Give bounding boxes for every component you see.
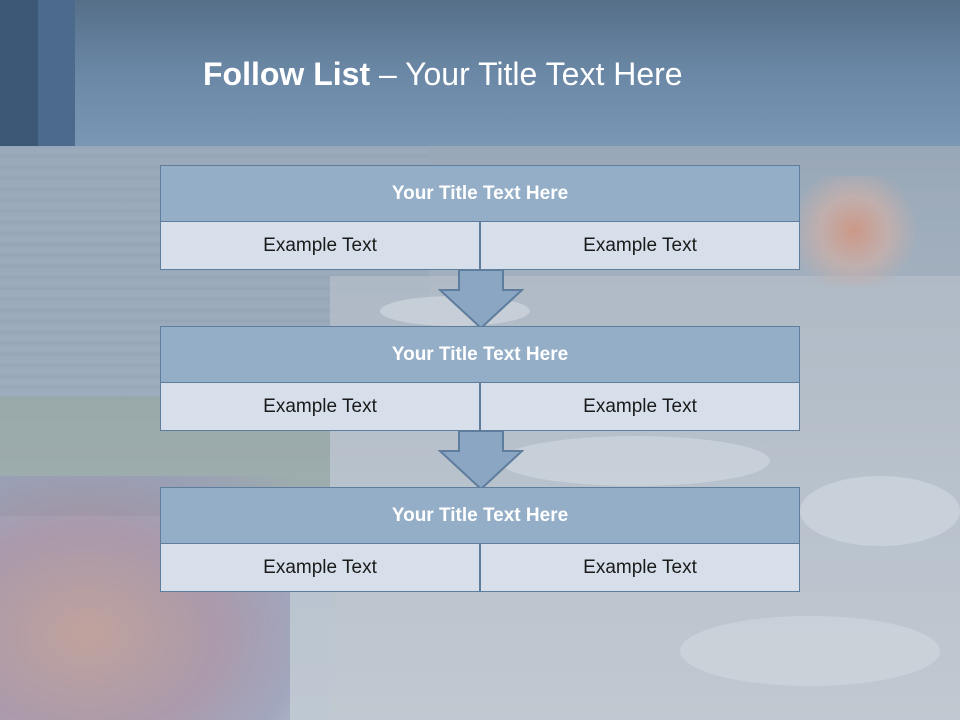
step-block-3: Your Title Text Here Example Text Exampl…	[160, 487, 800, 592]
photo-plate	[680, 616, 940, 686]
step-title: Your Title Text Here	[160, 165, 800, 222]
header-accent-strip-light	[38, 0, 75, 146]
photo-plate	[800, 476, 960, 546]
photo-flowers	[800, 176, 920, 286]
step-text-right: Example Text	[480, 382, 800, 431]
step-title: Your Title Text Here	[160, 487, 800, 544]
slide-title: Follow List – Your Title Text Here	[203, 56, 683, 93]
photo-plate	[500, 436, 770, 486]
step-block-1: Your Title Text Here Example Text Exampl…	[160, 165, 800, 270]
slide-title-bold: Follow List	[203, 56, 371, 92]
step-block-2: Your Title Text Here Example Text Exampl…	[160, 326, 800, 431]
header-accent-strip-dark	[0, 0, 38, 146]
step-text-left: Example Text	[160, 221, 480, 270]
step-text-left: Example Text	[160, 382, 480, 431]
step-title: Your Title Text Here	[160, 326, 800, 383]
step-text-right: Example Text	[480, 543, 800, 592]
step-text-left: Example Text	[160, 543, 480, 592]
down-arrow-icon	[438, 270, 524, 330]
down-arrow-icon	[438, 431, 524, 491]
slide-title-rest: – Your Title Text Here	[370, 56, 683, 92]
slide-header: Follow List – Your Title Text Here	[0, 0, 960, 146]
step-text-right: Example Text	[480, 221, 800, 270]
